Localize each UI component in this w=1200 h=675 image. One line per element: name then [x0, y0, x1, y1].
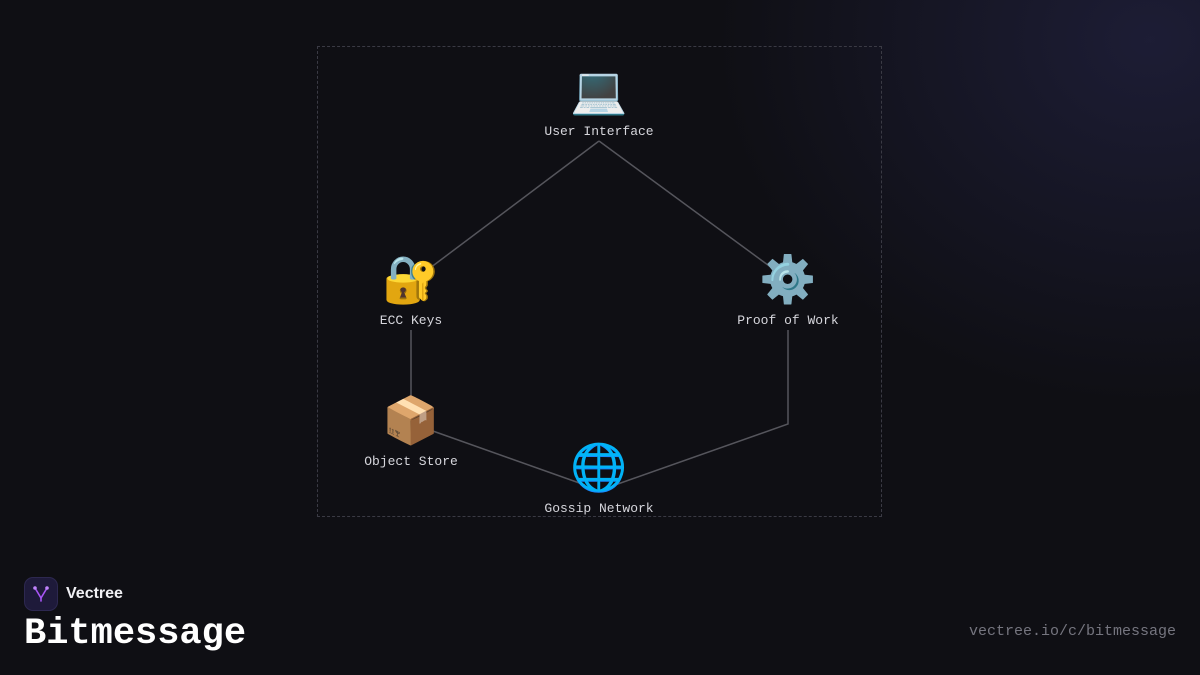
tree-logo-icon — [33, 586, 49, 602]
node-ecc-keys[interactable]: 🔐 ECC Keys — [331, 251, 491, 328]
edge-ui-pow — [598, 140, 773, 269]
node-label: Object Store — [364, 454, 458, 469]
gear-icon: ⚙️ — [759, 252, 817, 306]
node-label: Proof of Work — [737, 313, 839, 328]
node-proof-of-work[interactable]: ⚙️ Proof of Work — [708, 251, 868, 328]
package-icon: 📦 — [382, 393, 440, 447]
globe-icon: 🌐 — [570, 440, 628, 494]
edge-ui-ecc — [429, 140, 600, 269]
laptop-icon: 💻 — [570, 63, 628, 117]
node-gossip-network[interactable]: 🌐 Gossip Network — [519, 439, 679, 516]
edge-store-gossip — [429, 429, 586, 486]
edge-pow-gossip — [614, 330, 789, 486]
brand-name: Vectree — [66, 585, 123, 602]
page-url[interactable]: vectree.io/c/bitmessage — [968, 623, 1176, 640]
node-label: User Interface — [544, 124, 654, 139]
lock-with-key-icon: 🔐 — [382, 252, 440, 306]
brand[interactable]: Vectree — [24, 577, 123, 611]
vectree-logo-icon — [24, 577, 58, 611]
page-title: Bitmessage — [24, 613, 247, 655]
node-object-store[interactable]: 📦 Object Store — [331, 392, 491, 469]
node-user-interface[interactable]: 💻 User Interface — [519, 62, 679, 139]
node-label: ECC Keys — [379, 313, 443, 328]
diagram-frame — [317, 46, 882, 517]
node-label: Gossip Network — [544, 501, 654, 516]
